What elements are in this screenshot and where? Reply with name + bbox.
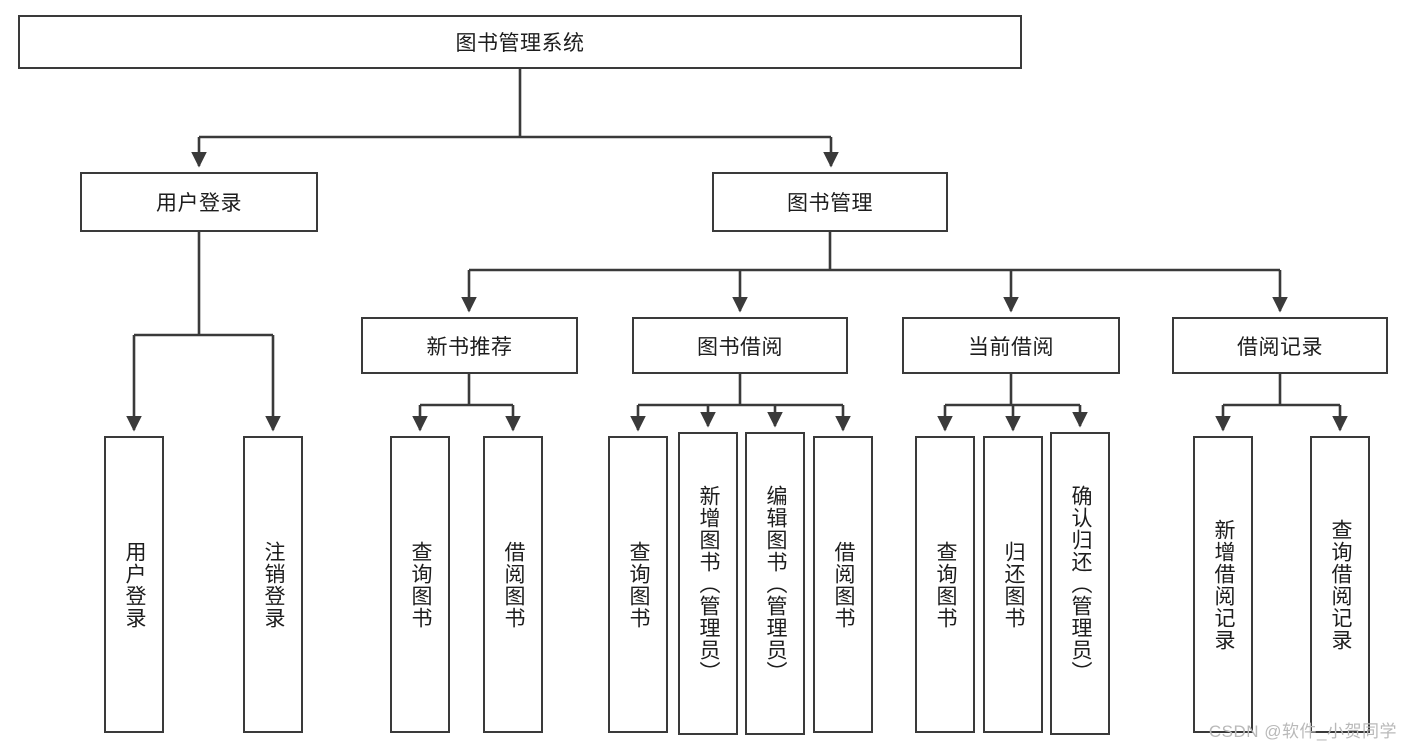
- node-leaf-user-login-label: 用户登录: [123, 540, 147, 629]
- node-book-borrow-label: 图书借阅: [697, 335, 783, 359]
- node-g3-query-book[interactable]: 查询图书: [608, 436, 668, 733]
- node-borrow-record-label: 借阅记录: [1237, 335, 1323, 359]
- node-borrow-record[interactable]: 借阅记录: [1172, 317, 1388, 374]
- node-g4-confirm-return[interactable]: 确认归还（管理员）: [1050, 432, 1110, 735]
- node-g3-query-book-label: 查询图书: [627, 540, 651, 629]
- node-leaf-user-logout-label: 注销登录: [262, 540, 286, 629]
- node-g4-return-book-label: 归还图书: [1002, 540, 1026, 629]
- node-g3-edit-book-label: 编辑图书（管理员）: [764, 484, 788, 683]
- edges-currentborrow-to-leaves: [937, 374, 1088, 432]
- node-book-manage-label: 图书管理: [787, 192, 873, 215]
- node-leaf-user-login[interactable]: 用户登录: [104, 436, 164, 733]
- node-user-login-label: 用户登录: [156, 192, 242, 215]
- node-g4-query-book[interactable]: 查询图书: [915, 436, 975, 733]
- edges-borrowrecord-to-leaves: [1215, 374, 1348, 432]
- node-leaf-user-logout[interactable]: 注销登录: [243, 436, 303, 733]
- node-current-borrow[interactable]: 当前借阅: [902, 317, 1120, 374]
- edges-bookborrow-to-leaves: [630, 374, 851, 432]
- edges-newbookrec-to-leaves: [412, 374, 521, 432]
- node-g2-borrow-book-label: 借阅图书: [502, 540, 526, 629]
- node-g4-return-book[interactable]: 归还图书: [983, 436, 1043, 733]
- node-g5-add-record-label: 新增借阅记录: [1212, 518, 1236, 651]
- node-root-label: 图书管理系统: [455, 32, 585, 55]
- node-g3-borrow-book-label: 借阅图书: [832, 540, 856, 629]
- node-current-borrow-label: 当前借阅: [968, 335, 1054, 359]
- node-g2-query-book-label: 查询图书: [409, 540, 433, 629]
- node-new-book-rec[interactable]: 新书推荐: [361, 317, 578, 374]
- node-book-borrow[interactable]: 图书借阅: [632, 317, 848, 374]
- node-g5-query-record[interactable]: 查询借阅记录: [1310, 436, 1370, 733]
- node-new-book-rec-label: 新书推荐: [426, 335, 513, 359]
- node-book-manage[interactable]: 图书管理: [712, 172, 948, 232]
- csdn-watermark: CSDN @软件_小贺同学: [1208, 722, 1397, 741]
- node-g4-confirm-return-label: 确认归还（管理员）: [1069, 484, 1093, 683]
- node-g3-edit-book[interactable]: 编辑图书（管理员）: [745, 432, 805, 735]
- edges-root-to-level2: [191, 69, 839, 168]
- node-g3-add-book[interactable]: 新增图书（管理员）: [678, 432, 738, 735]
- node-g2-borrow-book[interactable]: 借阅图书: [483, 436, 543, 733]
- node-g4-query-book-label: 查询图书: [934, 540, 958, 629]
- node-g3-borrow-book[interactable]: 借阅图书: [813, 436, 873, 733]
- node-user-login[interactable]: 用户登录: [80, 172, 318, 232]
- node-g2-query-book[interactable]: 查询图书: [390, 436, 450, 733]
- node-g5-add-record[interactable]: 新增借阅记录: [1193, 436, 1253, 733]
- node-g3-add-book-label: 新增图书（管理员）: [697, 484, 721, 683]
- node-root[interactable]: 图书管理系统: [18, 15, 1022, 69]
- node-g5-query-record-label: 查询借阅记录: [1329, 518, 1353, 651]
- edges-userlogin-to-leaves: [126, 232, 281, 432]
- edges-bookmanage-to-level3: [461, 232, 1288, 313]
